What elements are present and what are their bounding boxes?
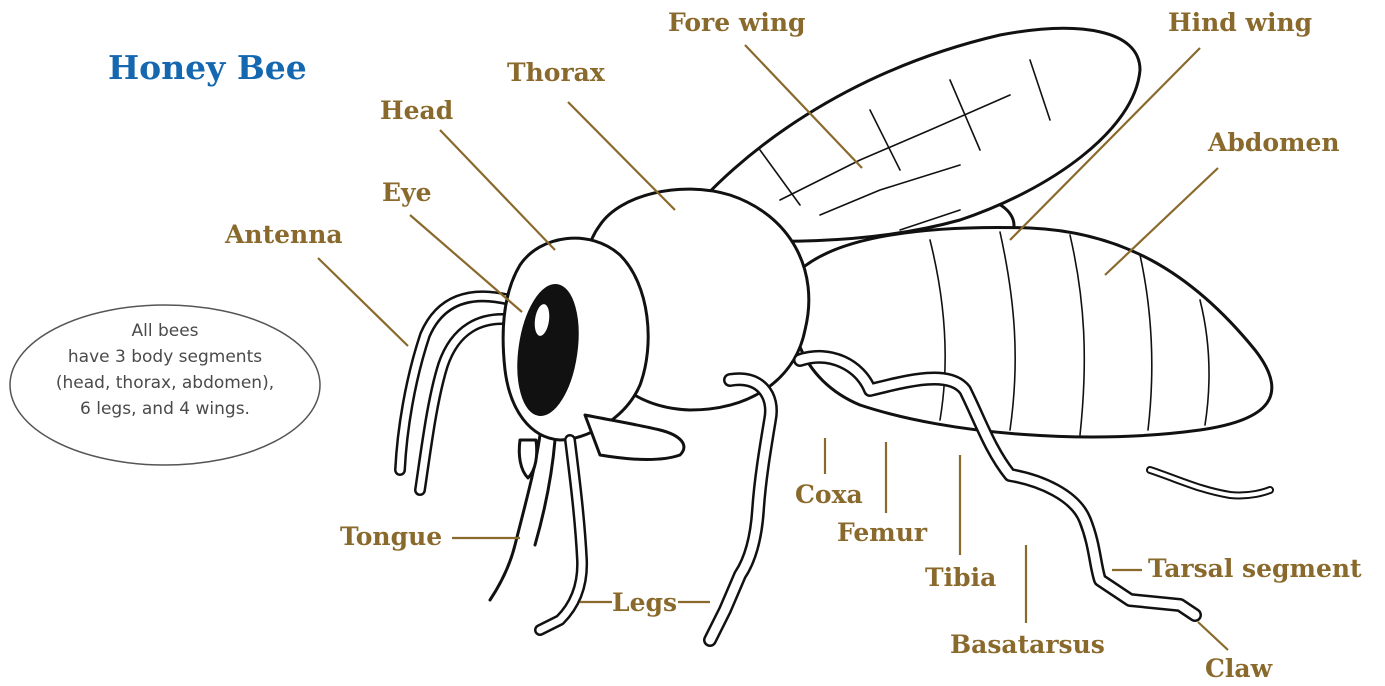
label-head: Head xyxy=(380,98,453,123)
label-antenna: Antenna xyxy=(225,222,343,247)
callout-line: (head, thorax, abdomen), xyxy=(10,370,320,396)
label-tongue: Tongue xyxy=(340,524,442,549)
abdomen-shape xyxy=(793,227,1272,436)
label-basatarsus: Basatarsus xyxy=(950,632,1105,657)
callout-text: All bees have 3 body segments (head, tho… xyxy=(10,318,320,422)
leader-antenna xyxy=(318,258,408,346)
label-tibia: Tibia xyxy=(925,565,996,590)
label-legs: Legs xyxy=(612,590,677,615)
label-hind-wing: Hind wing xyxy=(1168,10,1312,35)
label-abdomen: Abdomen xyxy=(1208,130,1340,155)
leader-claw xyxy=(1198,622,1228,650)
callout-line: have 3 body segments xyxy=(10,344,320,370)
callout-line: All bees xyxy=(10,318,320,344)
front-leg-shape xyxy=(585,415,684,460)
label-eye: Eye xyxy=(382,180,432,205)
leader-thorax xyxy=(568,102,675,210)
label-claw: Claw xyxy=(1205,656,1272,681)
label-coxa: Coxa xyxy=(795,482,863,507)
leader-abdomen xyxy=(1105,168,1218,275)
label-thorax: Thorax xyxy=(507,60,605,85)
callout-line: 6 legs, and 4 wings. xyxy=(10,396,320,422)
label-tarsal-segment: Tarsal segment xyxy=(1148,556,1362,581)
page-title: Honey Bee xyxy=(108,48,307,87)
label-femur: Femur xyxy=(837,520,927,545)
leader-head xyxy=(440,130,555,250)
label-fore-wing: Fore wing xyxy=(668,10,806,35)
